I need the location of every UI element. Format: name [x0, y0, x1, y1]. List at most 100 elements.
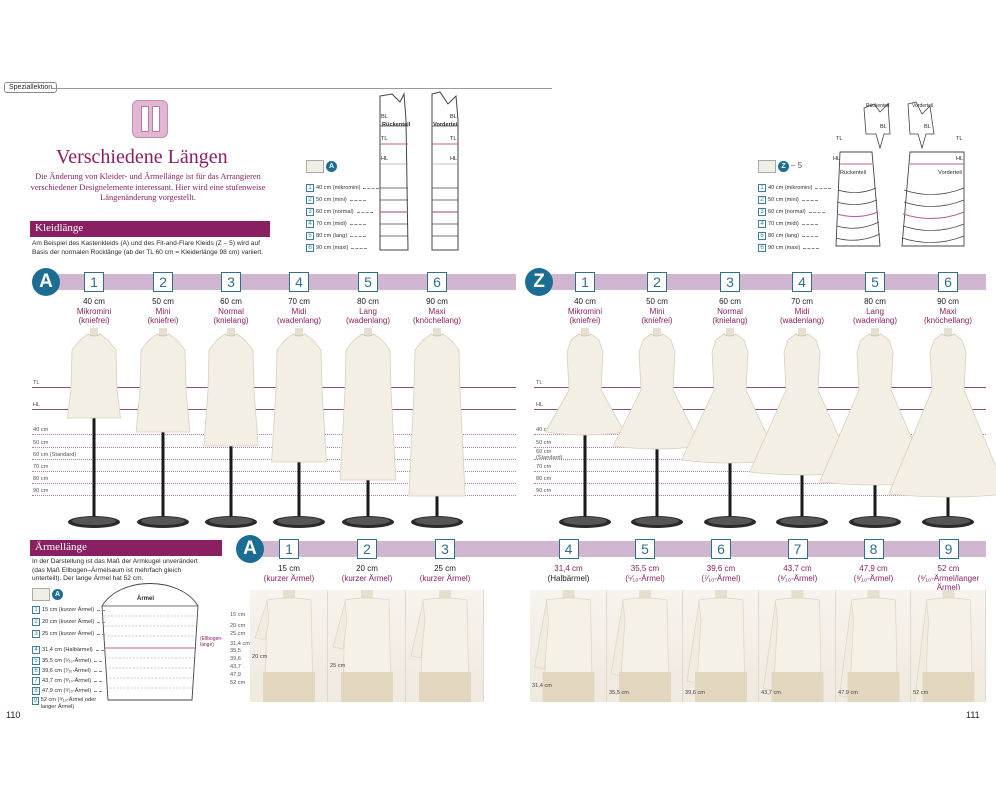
legend-number: 7	[32, 677, 40, 685]
legend-text: 40 cm (mikromini)	[316, 185, 361, 191]
sleeve-column-label: 15 cm(kurzer Ärmel)	[248, 564, 330, 583]
dress-length-name: Mini	[155, 306, 171, 316]
section-tag: Speziallektion	[4, 82, 58, 93]
legend-text: 60 cm (normal)	[316, 209, 354, 215]
legend-dash	[351, 247, 368, 249]
sleeve-guide-label: 35,5	[230, 648, 241, 654]
legend-text: 70 cm (midi)	[768, 221, 799, 227]
pattern-letter-a-icon: A	[326, 161, 337, 172]
dress-length-value: 90 cm	[426, 297, 448, 306]
sleeve-photo: 39,6 cm	[683, 590, 759, 702]
sleeve-length-name: (⁵⁄₁₀-Ärmel)	[625, 573, 665, 583]
legend-dash	[97, 609, 106, 611]
dress-length-value: 40 cm	[574, 297, 596, 306]
dress-length-name: Mini	[649, 306, 665, 316]
sleeve-column-label: 25 cm(kurzer Ärmel)	[404, 564, 486, 583]
sleeve-photo: 35,5 cm	[607, 590, 683, 702]
dress-step-box: 6	[427, 272, 447, 292]
guide-label: HL	[536, 402, 544, 408]
guide-label: 40 cm	[536, 427, 552, 433]
kleidlaenge-text: Am Beispiel des Kastenkleids (A) und des…	[32, 240, 264, 256]
dress-length-name: Lang	[866, 306, 884, 316]
sleeve-length-name: (⁹⁄₁₀-Ärmel/langer Ärmel)	[917, 573, 980, 593]
dress-length-name: Maxi	[939, 306, 957, 316]
back-skirt-label: Rückenteil	[840, 170, 867, 176]
dress-length-name: Mikromini	[76, 306, 112, 316]
dress-step-box: 5	[358, 272, 378, 292]
pattern-letter-z-icon: Z	[778, 161, 789, 172]
dress-length-value: 40 cm	[83, 297, 105, 306]
sleeve-length-name: (⁷⁄₁₀-Ärmel)	[701, 573, 741, 583]
sleeve-step-box: 9	[938, 539, 959, 559]
guide-label: 60 cm	[536, 449, 552, 455]
dress-length-name: Mikromini	[567, 306, 603, 316]
legend-dash	[803, 247, 820, 249]
guide-label: TL	[33, 380, 40, 386]
sleeve-guide-label: 47,9	[230, 672, 241, 678]
sleeve-step-box: 5	[635, 539, 655, 559]
dress-figure	[612, 328, 702, 532]
sleeve-photo-label: 25 cm	[330, 663, 346, 669]
sleeve-step-box: 4	[558, 539, 579, 559]
legend-number: 4	[32, 646, 40, 654]
sleeve-column-label: 39,6 cm(⁷⁄₁₀-Ärmel)	[681, 564, 761, 583]
legend-dash	[95, 649, 104, 651]
sleeve-guide-label: 31,4 cm	[230, 641, 250, 647]
sleeve-step-box: 3	[435, 539, 455, 559]
hl-label-front: HL	[450, 156, 458, 162]
sleeve-length-value: 35,5 cm	[630, 564, 660, 573]
legend-text: 80 cm (lang)	[768, 233, 800, 239]
legend-text: 20 cm (kurzer Ärmel)	[42, 619, 95, 625]
dress-length-value: 80 cm	[357, 297, 379, 306]
sleeve-letter-icon: A	[52, 589, 63, 600]
tl-label-back: TL	[381, 136, 388, 142]
legend-dash	[802, 235, 819, 237]
guide-label: 90 cm	[33, 488, 49, 494]
sleeve-step-box: 6	[711, 539, 731, 559]
legend-number: 9	[32, 697, 39, 705]
sleeve-photo-label: 20 cm	[252, 654, 268, 660]
sleeve-length-value: 39,6 cm	[706, 564, 736, 573]
dress-length-sub: (wadenlang)	[779, 316, 825, 326]
legend-number: 5	[758, 232, 766, 240]
dress-length-sub: (wadenlang)	[852, 316, 898, 326]
guide-line	[534, 409, 986, 410]
dress-length-sub: (knöchellang)	[923, 316, 973, 326]
dress-figure	[259, 328, 339, 532]
legend-dash	[94, 680, 103, 682]
legend-text: 43,7 cm (⁸⁄₁₀-Ärmel)	[42, 678, 92, 684]
legend-dash	[801, 223, 818, 225]
tl-label-z-back: TL	[836, 136, 843, 142]
legend-number: 5	[32, 657, 40, 665]
sleeve-pattern-drawing	[101, 583, 199, 701]
legend-dash	[93, 670, 102, 672]
dress-step-box: 1	[575, 272, 595, 292]
sleeve-column-label: 52 cm(⁹⁄₁₀-Ärmel/langer Ärmel)	[909, 564, 988, 593]
legend-number: 1	[32, 606, 40, 614]
sleeve-guide-label: 39,6	[230, 656, 241, 662]
dress-figure	[544, 328, 626, 532]
elbow-label: (Ellbogen-länge)	[200, 636, 223, 648]
chapter-icon	[132, 100, 168, 138]
legend-text: 39,6 cm (⁷⁄₁₀-Ärmel)	[42, 668, 91, 674]
dress-step-box: 2	[647, 272, 667, 292]
legend-number: 2	[32, 618, 40, 626]
guide-line	[534, 483, 986, 484]
sleeve-photo: 52 cm	[911, 590, 986, 702]
sleeve-photo-label: 31,4 cm	[532, 682, 552, 689]
legend-text: 47,9 cm (⁹⁄₁₀-Ärmel)	[42, 688, 92, 694]
hl-label-z-front: HL	[956, 156, 964, 162]
dress-length-value: 50 cm	[152, 297, 174, 306]
sleeve-length-name: (kurzer Ärmel)	[263, 573, 315, 583]
legend-text: 25 cm (kurzer Ärmel)	[42, 631, 95, 637]
guide-line	[32, 471, 516, 472]
dress-step-box: 3	[221, 272, 241, 292]
tl-label-z-front: TL	[956, 136, 963, 142]
